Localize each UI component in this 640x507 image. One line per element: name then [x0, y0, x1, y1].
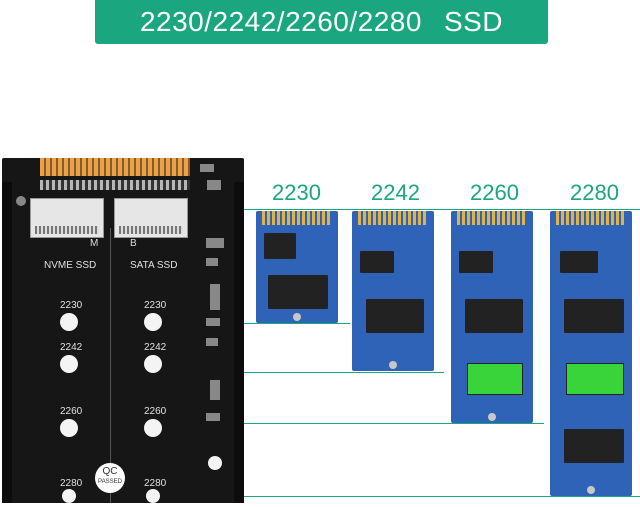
smd-component [210, 380, 220, 400]
slot-key-m: M [90, 238, 99, 249]
top-reference-line [244, 209, 640, 210]
slot-key-b: B [130, 238, 137, 249]
ssd-card-2230 [256, 211, 338, 323]
title-sizes: 2230/2242/2260/2280 [139, 6, 422, 37]
smd-component [200, 164, 214, 172]
qc-passed-badge: QC PASSED [95, 463, 125, 493]
ssd-label-2230: 2230 [272, 180, 321, 205]
board-rail-right [234, 182, 244, 503]
hole-label-2280: 2280 [60, 478, 83, 489]
lane-label-nvme: NVME SSD [44, 260, 97, 271]
standoff-hole-2260 [60, 419, 78, 437]
hole-label-2260: 2260 [144, 406, 167, 417]
smd-component [206, 413, 220, 421]
lane-divider [110, 228, 111, 503]
adapter-board: M B NVME SSD SATA SSD 2230 2230 2242 224… [2, 158, 244, 503]
ssd-card-2280 [550, 211, 632, 496]
standoff-hole-2242 [144, 355, 162, 373]
length-line-2280 [244, 496, 640, 497]
hole-label-2242: 2242 [60, 342, 83, 353]
smd-component [207, 180, 221, 190]
length-line-2242 [244, 372, 444, 373]
hole-label-2242: 2242 [144, 342, 167, 353]
title-banner: 2230/2242/2260/2280 SSD [95, 0, 548, 44]
mount-hole [208, 456, 222, 470]
sata-connector [40, 158, 190, 176]
hole-label-2230: 2230 [144, 300, 167, 311]
ssd-label-2260: 2260 [470, 180, 519, 205]
qc-badge-top: QC [102, 466, 118, 477]
smd-component [206, 238, 224, 248]
sata-connector-pins [40, 180, 190, 190]
hole-label-2230: 2230 [60, 300, 83, 311]
m2-slot-m-key [30, 198, 104, 238]
ssd-card-2242 [352, 211, 434, 371]
smd-component [206, 258, 218, 266]
m2-slot-b-key [114, 198, 188, 238]
length-line-2230 [244, 323, 350, 324]
hole-label-2260: 2260 [60, 406, 83, 417]
ssd-card-2260 [451, 211, 533, 423]
title-type: SSD [443, 6, 504, 37]
mount-dot [16, 196, 26, 206]
standoff-hole-2242 [60, 355, 78, 373]
standoff-hole-2230 [144, 313, 162, 331]
qc-badge-bottom: PASSED [98, 479, 122, 485]
length-line-2260 [244, 423, 544, 424]
standoff-hole-2260 [144, 419, 162, 437]
smd-component [206, 318, 220, 326]
ssd-label-2242: 2242 [371, 180, 420, 205]
lane-label-sata: SATA SSD [130, 260, 178, 271]
smd-component [210, 284, 220, 310]
ssd-label-2280: 2280 [570, 180, 619, 205]
standoff-hole-2230 [60, 313, 78, 331]
standoff-hole-2280 [146, 489, 160, 503]
board-rail-left [2, 182, 12, 503]
hole-label-2280: 2280 [144, 478, 167, 489]
smd-component [206, 338, 218, 346]
standoff-hole-2280 [62, 489, 76, 503]
